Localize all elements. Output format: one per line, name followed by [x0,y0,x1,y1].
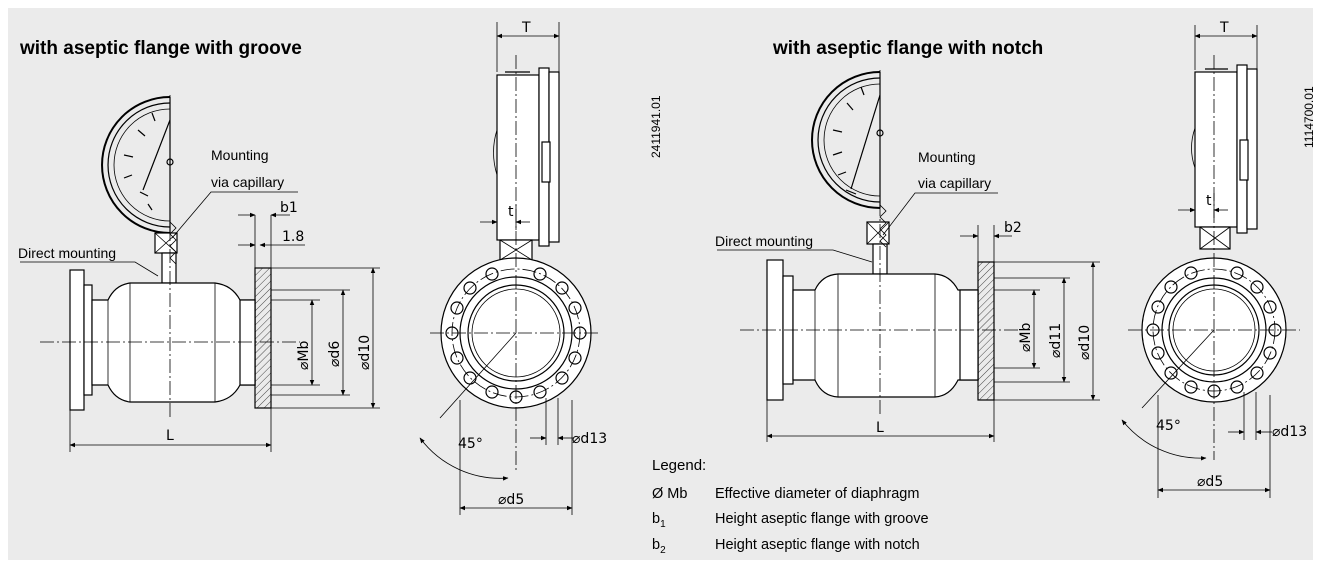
dim-L: L [166,428,174,444]
dim-d11: ⌀d11 [1048,323,1064,358]
dim-T: T [521,20,531,36]
gauge-housing [496,74,540,241]
bolt-holes-notch [1146,266,1282,398]
callout-mounting-notch-1: Mounting [918,149,976,165]
drawing-panel [8,8,1313,560]
callout-direct-notch: Direct mounting [715,233,813,249]
front-view-groove: T t [419,20,663,515]
dim-d13: ⌀d13 [572,431,607,447]
dim-T-notch: T [1219,20,1229,36]
legend: Legend: Ø Mb Effective diameter of diaph… [652,457,929,556]
dim-45-notch: 45° [1156,418,1181,434]
front-view-notch: T t [1121,20,1316,498]
valve-body-groove [69,267,272,411]
dim-45: 45° [458,436,483,452]
heading-notch: with aseptic flange with notch [772,38,1043,59]
dim-d6: ⌀d6 [327,341,343,367]
dim-t: t [508,204,514,220]
drawing-code-left: 2411941.01 [649,95,663,158]
side-view-notch: with aseptic flange with notch [715,38,1100,442]
dim-d5-notch: ⌀d5 [1197,474,1223,490]
drawing-code-right: 1114700.01 [1302,86,1316,148]
dim-d10-notch: ⌀d10 [1077,325,1093,360]
legend-symbol-3: b2 [652,537,666,556]
legend-title: Legend: [652,457,706,474]
callout-direct: Direct mounting [18,245,116,261]
dim-Mb: ⌀Mb [296,340,312,370]
gauge-dial-notch [811,71,884,209]
callout-mounting-1: Mounting [211,147,269,163]
heading-groove: with aseptic flange with groove [19,38,302,59]
dim-Mb-notch: ⌀Mb [1018,322,1034,352]
callout-mounting-notch-2: via capillary [918,175,991,191]
dim-d13-notch: ⌀d13 [1272,424,1307,440]
mounting-stem [161,252,177,284]
legend-text-2: Height aseptic flange with groove [715,511,929,527]
callout-mounting-2: via capillary [211,174,284,190]
dim-b2: b2 [1004,220,1022,236]
legend-text-1: Effective diameter of diaphragm [715,486,919,502]
gauge-dial [101,96,174,234]
dim-d5: ⌀d5 [498,492,524,508]
legend-text-3: Height aseptic flange with notch [715,537,920,553]
dim-b1: b1 [280,200,298,216]
legend-symbol-2: b1 [652,511,666,530]
dim-1-8: 1.8 [282,229,304,245]
dim-d10: ⌀d10 [357,335,373,370]
legend-symbol-1: Ø Mb [652,486,687,502]
dim-L-notch: L [876,420,884,436]
dim-t-notch: t [1206,193,1212,209]
side-view-groove: with aseptic flange with groove [18,38,380,452]
